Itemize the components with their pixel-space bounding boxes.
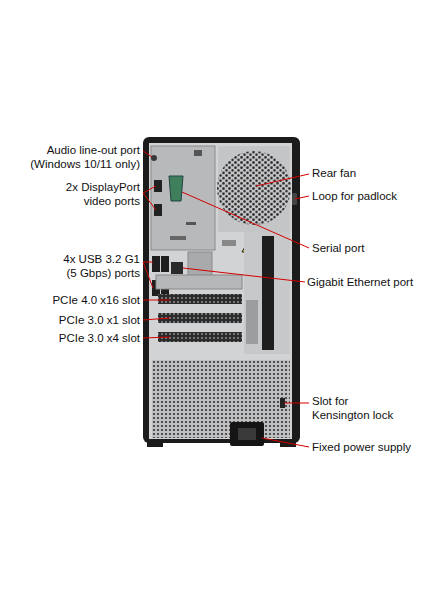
- callout-label: 2x DisplayPort video ports: [56, 180, 140, 208]
- callout-label-box: Gigabit Ethernet port: [307, 275, 420, 289]
- callout-label: Rear fan: [312, 166, 416, 180]
- callout-label-box: PCIe 3.0 x4 slot: [4, 331, 140, 345]
- callout-label: Audio line-out port (Windows 10/11 only): [4, 143, 140, 171]
- callout-label-box: 2x DisplayPort video ports: [56, 180, 140, 208]
- callout-label: PCIe 4.0 x16 slot: [4, 293, 140, 307]
- callout-label-box: Slot for Kensington lock: [312, 394, 404, 422]
- callout-label-box: Rear fan: [312, 166, 416, 180]
- callout-label-box: Fixed power supply: [312, 440, 420, 454]
- callout-label: PCIe 3.0 x1 slot: [4, 313, 140, 327]
- callout-label: Gigabit Ethernet port: [307, 275, 420, 289]
- callout-label-box: Serial port: [312, 241, 416, 255]
- leader-lines: [143, 151, 309, 447]
- io-plate: [151, 146, 215, 296]
- expansion-slots: [156, 232, 290, 354]
- chassis: [143, 137, 300, 447]
- callout-label-box: Audio line-out port (Windows 10/11 only): [4, 143, 140, 171]
- callout-label: Loop for padlock: [312, 189, 416, 203]
- callout-label: 4x USB 3.2 G1 (5 Gbps) ports: [56, 252, 140, 280]
- callout-label: Slot for Kensington lock: [312, 394, 404, 422]
- callout-label: Fixed power supply: [312, 440, 420, 454]
- callout-label: Serial port: [312, 241, 416, 255]
- callout-label-box: 4x USB 3.2 G1 (5 Gbps) ports: [56, 252, 140, 280]
- callout-label-box: PCIe 4.0 x16 slot: [4, 293, 140, 307]
- callout-label-box: PCIe 3.0 x1 slot: [4, 313, 140, 327]
- callout-label-box: Loop for padlock: [312, 189, 416, 203]
- callout-label: PCIe 3.0 x4 slot: [4, 331, 140, 345]
- power-supply: [152, 360, 290, 446]
